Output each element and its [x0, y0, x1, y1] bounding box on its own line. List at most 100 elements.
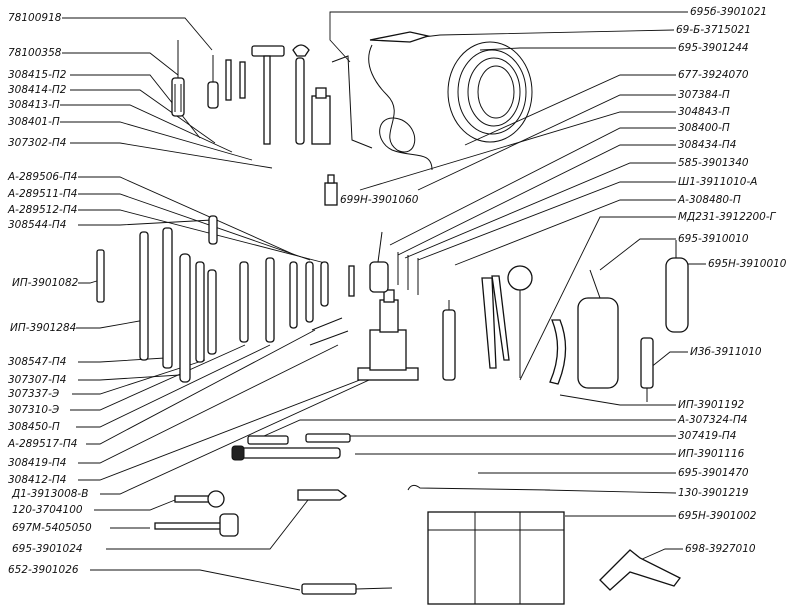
tool-drifts [397, 252, 419, 295]
label-308400-p: 308400-П [678, 122, 730, 134]
label-697m-5405050: 697М-5405050 [12, 522, 92, 534]
tool-soldering-iron [301, 583, 393, 595]
label-ip-3901192: ИП-3901192 [678, 399, 745, 411]
leader-ip3901284 [76, 319, 146, 329]
label-307310-e: 307310-Э [8, 404, 60, 416]
leader-307302 [70, 142, 273, 169]
leader-307310 [70, 344, 246, 411]
label-a-289517-p4: А-289517-П4 [7, 438, 77, 450]
tool-awls [225, 59, 246, 101]
label-308547-p4: 308547-П4 [8, 356, 66, 368]
part-labels: 78100918 78100358 308415-П2 308414-П2 30… [7, 6, 787, 576]
leader-652-3901026 [90, 569, 301, 591]
leader-d1-3913008 [100, 374, 381, 495]
leader-585 [404, 162, 676, 259]
label-699n-3901060: 699Н-3901060 [340, 194, 419, 206]
leader-308401 [60, 121, 253, 161]
leader-308544 [78, 219, 213, 226]
label-695-3910010: 695-3910010 [678, 233, 749, 245]
leader-120-3704100 [94, 499, 176, 511]
label-130-3901219: 130-3901219 [678, 487, 749, 499]
tool-pry-bar [407, 484, 551, 491]
label-ip-3901116: ИП-3901116 [678, 448, 745, 460]
tool-spark-plug-wrench [311, 87, 331, 145]
leader-lines [60, 11, 706, 591]
tool-valve-key [297, 489, 348, 501]
tool-pliers [481, 275, 510, 369]
leader-md231 [519, 216, 676, 381]
label-a-289512-p4: А-289512-П4 [7, 204, 77, 216]
label-695-3901024: 695-3901024 [12, 543, 83, 555]
label-a-289511-p4: А-289511-П4 [7, 188, 77, 200]
label-308413-p: 308413-П [8, 99, 60, 111]
leader-308400 [389, 127, 676, 246]
tool-bent-key [331, 55, 373, 149]
label-120-3704100: 120-3704100 [12, 504, 83, 516]
leader-698 [639, 548, 683, 561]
tool-foot-pump [577, 269, 619, 389]
label-695n-3901002: 695Н-3901002 [678, 510, 757, 522]
tool-keys [154, 490, 239, 537]
label-a-308480-p: А-308480-П [677, 194, 741, 206]
label-308401-p: 308401-П [8, 116, 60, 128]
leader-308419 [78, 344, 339, 464]
leader-289512 [78, 209, 326, 264]
label-307384-p: 307384-П [678, 89, 730, 101]
label-307302-p4: 307302-П4 [8, 137, 66, 149]
tool-screwdriver-small [207, 55, 219, 109]
leader-78100918 [62, 17, 213, 51]
leader-308412 [78, 377, 366, 481]
tool-syringe [640, 337, 654, 402]
label-695-3901244: 695-3901244 [678, 42, 749, 54]
tool-small-curved-wrenches [309, 317, 349, 346]
leader-307307 [78, 374, 181, 381]
leader-695b [329, 11, 688, 63]
leader-308450 [76, 344, 271, 428]
label-78100358: 78100358 [8, 47, 62, 59]
label-307307-p4: 307307-П4 [8, 374, 66, 386]
leader-308547 [78, 357, 166, 363]
label-652-3901026: 652-3901026 [8, 564, 79, 576]
leader-289517 [86, 329, 316, 445]
tool-cable-coil [447, 41, 533, 143]
label-307419-p4: 307419-П4 [678, 430, 736, 442]
tool-hammer [251, 45, 285, 145]
label-md231-3912200-g: МД231-3912200-Г [678, 211, 777, 223]
leader-289506 [78, 176, 296, 256]
tool-tire-gauge [507, 265, 533, 378]
leader-307324 [254, 419, 676, 441]
label-a-289506-p4: А-289506-П4 [7, 171, 77, 183]
leader-695-3910010 [599, 238, 676, 271]
leader-308414 [70, 89, 216, 144]
label-308414-p2: 308414-П2 [8, 84, 67, 96]
label-585-3901340: 585-3901340 [678, 157, 749, 169]
label-308412-p4: 308412-П4 [8, 474, 66, 486]
label-ip-3901284: ИП-3901284 [10, 322, 76, 334]
label-695n-3910010: 695Н-3910010 [708, 258, 787, 270]
leader-307384 [417, 94, 676, 191]
tool-screwdriver-large [171, 40, 185, 117]
label-308419-p4: 308419-П4 [8, 457, 66, 469]
label-695b-3901021: 695б-3901021 [690, 6, 767, 18]
tool-hand-pump [665, 240, 689, 333]
label-308415-p2: 308415-П2 [8, 69, 67, 81]
label-d1-3913008-v: Д1-3913008-В [11, 488, 88, 500]
leader-78100358 [62, 52, 179, 76]
label-308544-p4: 308544-П4 [8, 219, 66, 231]
tool-oil-can [369, 231, 389, 293]
label-308434-p4: 308434-П4 [678, 139, 736, 151]
leader-289511 [78, 193, 311, 261]
label-ip-3901082: ИП-3901082 [12, 277, 79, 289]
label-sh1-3911010-a: Ш1-3911010-А [678, 176, 757, 188]
leader-ip3901192 [559, 394, 676, 406]
label-698-3927010: 698-3927010 [685, 543, 756, 555]
leader-695-3901244 [479, 47, 676, 51]
tool-jack [357, 289, 419, 381]
leader-308480 [454, 199, 676, 266]
leader-308415 [70, 74, 201, 139]
label-307337-e: 307337-Э [8, 388, 60, 400]
label-i3b-3911010: И3б-3911010 [690, 346, 762, 358]
label-304843-p: 304843-П [678, 106, 730, 118]
